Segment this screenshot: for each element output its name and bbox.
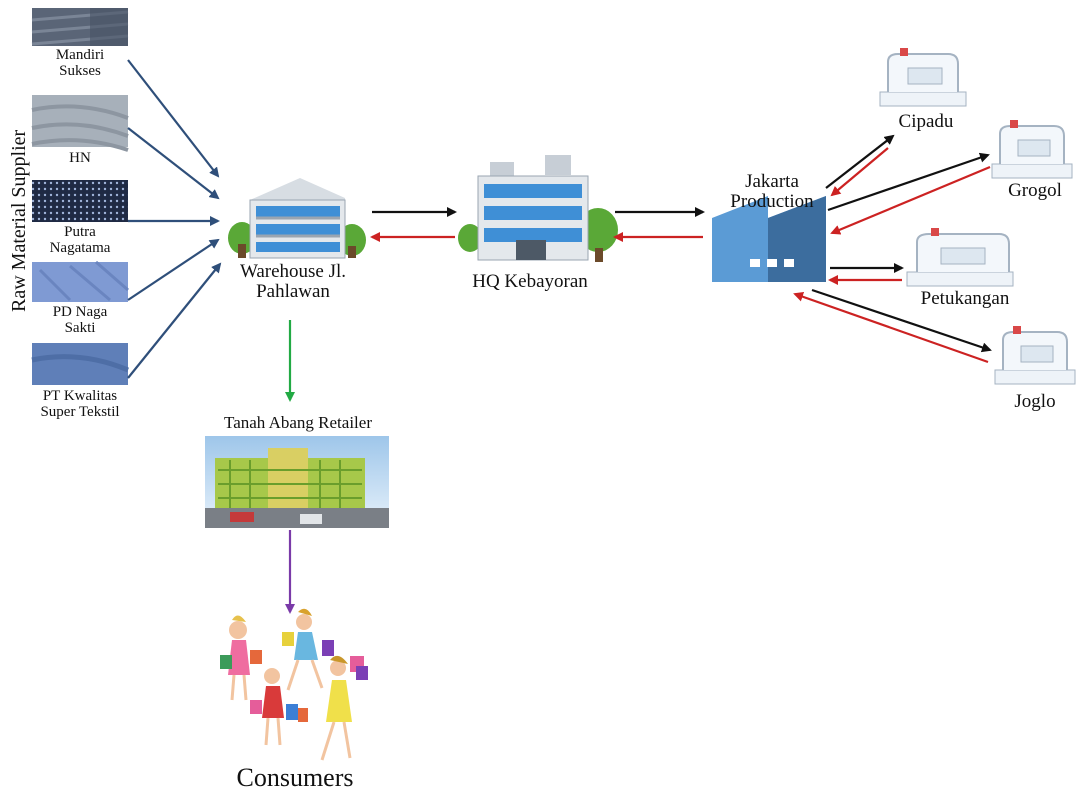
- supplier-name: PT Kwalitas Super Tekstil: [40, 388, 120, 420]
- arrow-hn-to-warehouse: [127, 127, 220, 200]
- supplier-naga: [32, 260, 129, 302]
- arrow-mandiri-to-warehouse: [127, 59, 220, 178]
- workshop-cipadu: [879, 48, 967, 107]
- supplier-name: Putra Nagatama: [49, 224, 111, 256]
- supplier-label-hn: HN: [30, 150, 130, 167]
- fabric-swatch-icon: [32, 180, 128, 222]
- arrow-kwalitas-to-warehouse: [127, 262, 222, 379]
- shopper-3: [250, 668, 308, 746]
- supplier-label-naga: PD Naga Sakti: [30, 304, 130, 337]
- shopper-2: [282, 608, 334, 691]
- workshop-label-cipadu: Cipadu: [898, 111, 954, 132]
- sewing-machine-icon: [994, 326, 1076, 385]
- sewing-machine-icon: [991, 120, 1073, 179]
- fabric-swatch-icon: [31, 8, 129, 46]
- arrow-production-to-grogol: [827, 152, 990, 212]
- arrow-grogol-to-production: [830, 165, 991, 235]
- production-name: Jakarta Production: [730, 171, 814, 212]
- sewing-machine-icon: [906, 228, 1014, 287]
- workshop-label-joglo: Joglo: [1014, 391, 1056, 412]
- supplier-mandiri: [31, 8, 129, 46]
- supplier-hn: [31, 95, 129, 152]
- supplier-name: Mandiri Sukses: [55, 47, 105, 79]
- production-label: Jakarta Production: [712, 172, 832, 212]
- supplier-name: HN: [69, 150, 91, 166]
- factory-icon: [712, 196, 826, 282]
- fabric-swatch-icon: [32, 260, 129, 302]
- workshop-joglo: [994, 326, 1076, 385]
- flow-arrows: [127, 59, 992, 614]
- market-building-photo: [205, 436, 389, 528]
- fabric-swatch-icon: [31, 343, 129, 385]
- supplier-putra: [32, 180, 128, 222]
- workshop-label-grogol: Grogol: [1008, 180, 1062, 201]
- warehouse-name: Warehouse Jl. Pahlawan: [239, 261, 347, 302]
- retailer-label: Tanah Abang Retailer: [224, 413, 372, 432]
- workshop-petukangan: [906, 228, 1014, 287]
- workshop-label-petukangan: Petukangan: [920, 288, 1010, 309]
- arrow-cipadu-to-production: [830, 147, 889, 197]
- raw-material-supplier-label: Raw Material Supplier: [8, 129, 30, 312]
- sewing-machine-icon: [879, 48, 967, 107]
- arrow-joglo-to-production: [793, 291, 989, 364]
- arrow-production-to-cipadu: [825, 134, 895, 189]
- fabric-swatch-icon: [31, 95, 129, 152]
- supplier-name: PD Naga Sakti: [52, 304, 108, 336]
- supplier-label-mandiri: Mandiri Sukses: [30, 47, 130, 80]
- shopper-4: [320, 655, 368, 761]
- office-building-icon: [458, 155, 618, 262]
- consumers-label: Consumers: [236, 763, 354, 792]
- warehouse-building-icon: [228, 178, 366, 259]
- shopper-1: [220, 615, 262, 701]
- warehouse-label: Warehouse Jl. Pahlawan: [228, 262, 358, 302]
- workshop-grogol: [991, 120, 1073, 179]
- supplier-label-putra: Putra Nagatama: [30, 224, 130, 257]
- supplier-label-kwalitas: PT Kwalitas Super Tekstil: [30, 388, 130, 421]
- hq-label: HQ Kebayoran: [472, 271, 588, 292]
- shoppers-illustration: [220, 608, 368, 761]
- arrow-naga-to-warehouse: [127, 238, 220, 301]
- supplier-kwalitas: [31, 343, 129, 385]
- arrow-production-to-joglo: [811, 288, 992, 353]
